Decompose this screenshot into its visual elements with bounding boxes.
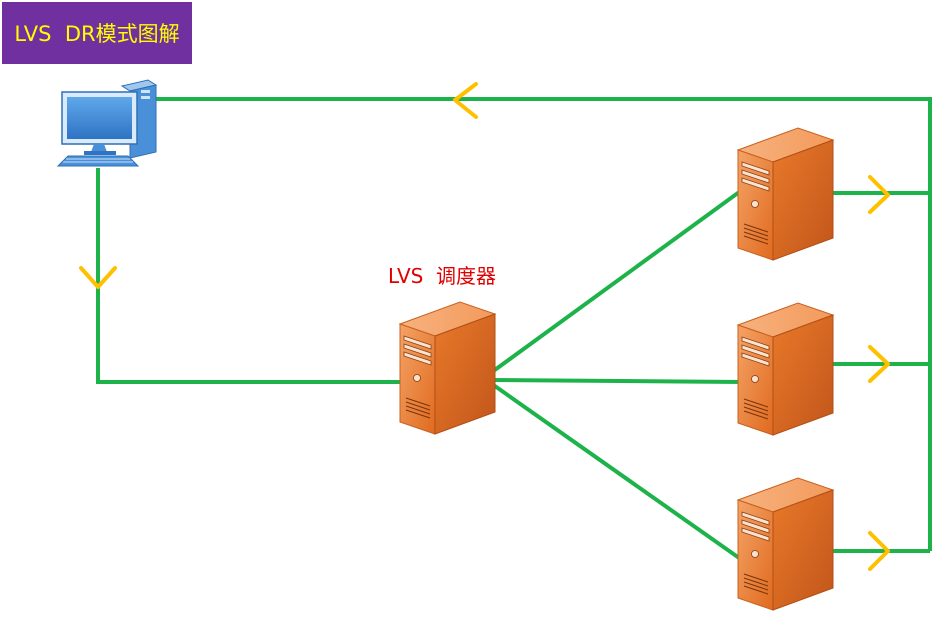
arrow-right-icon xyxy=(868,531,890,571)
client-computer-icon xyxy=(56,79,158,167)
director-to-server-1-line xyxy=(490,188,744,374)
real-server-3-icon xyxy=(737,477,834,611)
return-to-client-line xyxy=(155,97,932,551)
client-to-director-line xyxy=(96,168,400,384)
diagram-title: LVS DR模式图解 xyxy=(14,22,180,46)
connection-lines xyxy=(96,97,932,562)
arrow-right-icon xyxy=(868,345,890,383)
load-balancer-server-icon xyxy=(399,301,496,435)
real-server-1-icon xyxy=(737,127,834,261)
title-box: LVS DR模式图解 xyxy=(2,2,192,64)
arrow-left-icon xyxy=(453,82,478,119)
director-to-server-3-line xyxy=(490,382,744,562)
real-server-2-icon xyxy=(737,302,834,436)
arrow-down-icon xyxy=(79,266,117,289)
director-to-server-2-line xyxy=(491,378,743,384)
arrow-right-icon xyxy=(868,175,890,214)
load-balancer-label: LVS 调度器 xyxy=(388,264,497,288)
direction-arrows xyxy=(79,82,890,571)
